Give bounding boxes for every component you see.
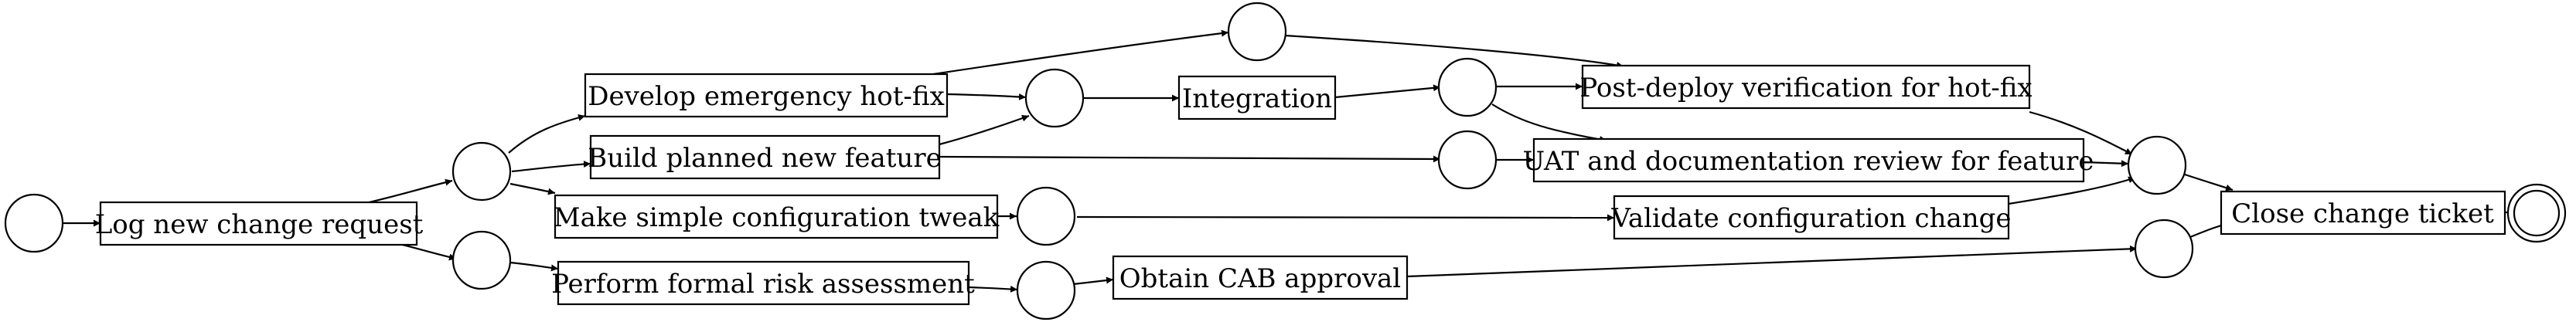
task-integration-label: Integration	[1182, 83, 1332, 114]
edge-gcab-cab	[1072, 276, 1114, 286]
tweak-gateway	[1016, 186, 1076, 246]
edge-build-ghot	[939, 114, 1030, 146]
task-risk-label: Perform formal risk assessment	[551, 269, 975, 300]
task-build-label: Build planned new feature	[588, 143, 941, 174]
integration-gateway	[1437, 57, 1498, 117]
task-log-label: Log new change request	[95, 209, 424, 240]
task-validate-label: Validate configuration change	[1610, 203, 2011, 234]
task-cab-label: Obtain CAB approval	[1119, 263, 1401, 294]
task-hotfix: Develop emergency hot-fix	[584, 73, 949, 118]
nodes	[4, 2, 2567, 320]
task-uat-label: UAT and documentation review for feature	[1522, 146, 2094, 177]
task-close: Close change ticket	[2220, 190, 2506, 236]
edge-gmerge-close	[2179, 171, 2234, 192]
task-tweak: Make simple configuration tweak	[554, 194, 1000, 239]
task-postdeploy-label: Post-deploy verification for hot-fix	[1579, 73, 2032, 103]
split-gateway	[451, 141, 512, 202]
task-risk: Perform formal risk assessment	[551, 260, 975, 306]
risk-gateway	[451, 230, 512, 290]
hotfix-gateway	[1024, 68, 1085, 128]
task-integration: Integration	[1177, 75, 1337, 120]
edge-build-gbuild	[939, 155, 1441, 163]
start-event	[4, 193, 64, 253]
task-postdeploy: Post-deploy verification for hot-fix	[1579, 64, 2033, 110]
edge-gtop-postdeploy	[1284, 34, 1624, 69]
task-close-label: Close change ticket	[2231, 198, 2494, 229]
edge-grisk-risk	[509, 261, 559, 272]
edge-gsplit-tweak	[509, 182, 556, 195]
task-validate: Validate configuration change	[1610, 195, 2012, 240]
edge-gsplit-hotfix	[508, 114, 586, 154]
top-gateway	[1227, 2, 1287, 62]
task-hotfix-label: Develop emergency hot-fix	[588, 81, 945, 112]
edge-cab-gcabend	[1406, 245, 2138, 278]
task-log: Log new change request	[95, 201, 424, 246]
task-tweak-label: Make simple configuration tweak	[554, 202, 1000, 233]
edge-gsplit-build	[511, 161, 591, 173]
end-event	[2506, 183, 2567, 243]
build-gateway	[1437, 130, 1498, 190]
edges	[63, 29, 2544, 293]
edge-uat-gmerge	[2083, 160, 2129, 168]
edge-ginteg-uat	[1491, 103, 1607, 143]
task-cab: Obtain CAB approval	[1112, 255, 1409, 300]
cab-gateway	[1016, 260, 1076, 320]
task-uat: UAT and documentation review for feature	[1522, 137, 2094, 183]
edge-validate-gmerge	[2008, 176, 2136, 205]
task-build: Build planned new feature	[588, 134, 942, 180]
edge-hotfix-gtop	[896, 29, 1229, 81]
edge-postdeploy-gmerge	[2029, 110, 2133, 155]
edge-risk-gcab	[968, 285, 1018, 293]
cab-end-gateway	[2134, 219, 2194, 279]
edge-gtweak-validate	[1076, 214, 1615, 222]
merge-gateway	[2127, 135, 2187, 195]
edge-integration-ginteg	[1334, 84, 1441, 99]
edge-hotfix-ghot	[946, 93, 1027, 100]
